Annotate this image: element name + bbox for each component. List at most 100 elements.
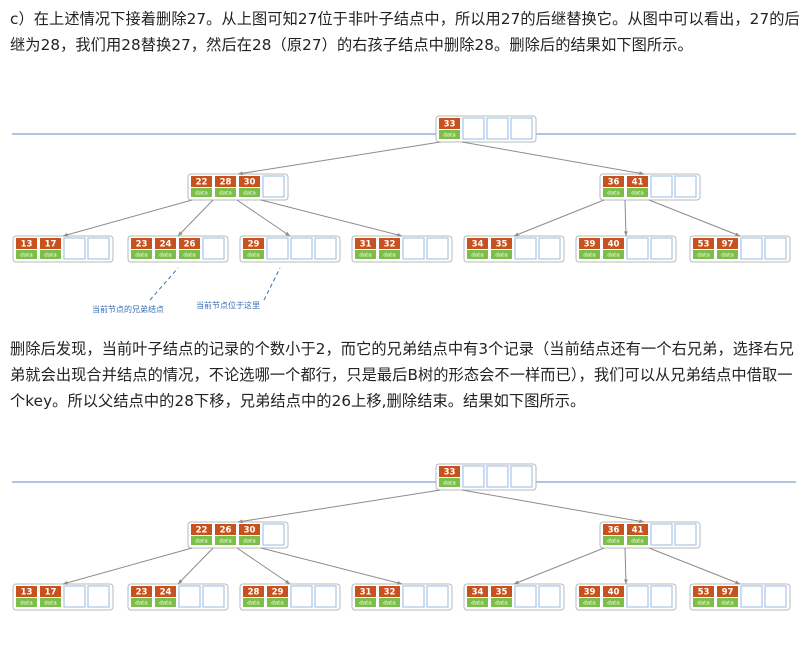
data-cell	[131, 598, 152, 607]
empty-slot	[262, 523, 285, 546]
data-cell	[215, 536, 236, 545]
edge-arrow	[514, 232, 519, 237]
empty-slot	[314, 237, 337, 260]
data-cell	[16, 598, 37, 607]
key-label: 31	[360, 240, 372, 250]
key-cell	[627, 524, 648, 535]
data-label: data	[471, 601, 483, 607]
data-label: data	[359, 253, 371, 259]
tree-edge	[236, 547, 291, 585]
edge-arrow	[63, 232, 68, 237]
data-cell	[693, 250, 714, 259]
key-cell	[16, 586, 37, 597]
edge-arrow	[285, 579, 290, 584]
key-cell	[243, 238, 264, 249]
data-cell	[155, 598, 176, 607]
data-cell	[239, 188, 260, 197]
data-label: data	[44, 253, 56, 259]
tree-edge	[237, 141, 441, 175]
tree-edge	[62, 547, 193, 585]
data-cell	[693, 598, 714, 607]
edge-arrow	[623, 231, 628, 236]
key-cell	[355, 238, 376, 249]
edge-arrow	[639, 519, 644, 524]
key-label: 40	[608, 240, 620, 250]
key-label: 23	[136, 588, 148, 598]
tree-edge	[513, 199, 605, 237]
data-label: data	[443, 481, 455, 487]
empty-slot	[486, 465, 509, 488]
key-label: 97	[722, 588, 734, 598]
empty-slot	[740, 237, 763, 260]
key-label: 29	[248, 240, 260, 250]
key-cell	[467, 238, 488, 249]
tree-edge	[237, 489, 441, 523]
empty-slot	[202, 237, 225, 260]
key-cell	[603, 176, 624, 187]
key-cell	[239, 524, 260, 535]
data-cell	[439, 478, 460, 487]
tree-edge	[461, 141, 645, 175]
key-label: 97	[722, 240, 734, 250]
key-label: 35	[496, 240, 508, 250]
data-label: data	[697, 601, 709, 607]
key-label: 53	[698, 240, 710, 250]
data-cell	[239, 536, 260, 545]
data-cell	[179, 250, 200, 259]
data-label: data	[721, 601, 733, 607]
data-cell	[131, 250, 152, 259]
edge-arrow	[623, 579, 628, 584]
empty-slot	[650, 237, 673, 260]
key-label: 30	[244, 526, 256, 536]
data-cell	[355, 250, 376, 259]
key-cell	[155, 586, 176, 597]
data-label: data	[243, 539, 255, 545]
data-label: data	[183, 253, 195, 259]
key-label: 41	[632, 178, 644, 188]
data-cell	[603, 536, 624, 545]
data-cell	[267, 598, 288, 607]
key-cell	[717, 238, 738, 249]
empty-slot	[462, 117, 485, 140]
key-cell	[717, 586, 738, 597]
empty-slot	[514, 585, 537, 608]
empty-slot	[486, 117, 509, 140]
data-label: data	[135, 601, 147, 607]
data-cell	[491, 250, 512, 259]
empty-slot	[402, 585, 425, 608]
data-label: data	[135, 253, 147, 259]
empty-slot	[764, 237, 787, 260]
empty-slot	[426, 237, 449, 260]
edge-arrow	[735, 580, 740, 585]
key-cell	[439, 466, 460, 477]
key-cell	[243, 586, 264, 597]
empty-slot	[514, 237, 537, 260]
data-label: data	[20, 601, 32, 607]
data-cell	[439, 130, 460, 139]
paragraph-borrow-key: 删除后发现，当前叶子结点的记录的个数小于2，而它的兄弟结点中有3个记录（当前结点…	[10, 340, 794, 410]
edge-arrow	[397, 232, 402, 237]
empty-slot	[650, 523, 673, 546]
data-label: data	[721, 253, 733, 259]
key-label: 36	[608, 178, 620, 188]
key-label: 31	[360, 588, 372, 598]
key-cell	[215, 176, 236, 187]
empty-slot	[510, 117, 533, 140]
data-cell	[355, 598, 376, 607]
key-cell	[579, 238, 600, 249]
data-label: data	[271, 601, 283, 607]
empty-slot	[87, 237, 110, 260]
data-label: data	[631, 539, 643, 545]
data-label: data	[631, 191, 643, 197]
edge-arrow	[285, 231, 290, 236]
key-cell	[693, 586, 714, 597]
data-cell	[191, 536, 212, 545]
empty-slot	[178, 585, 201, 608]
